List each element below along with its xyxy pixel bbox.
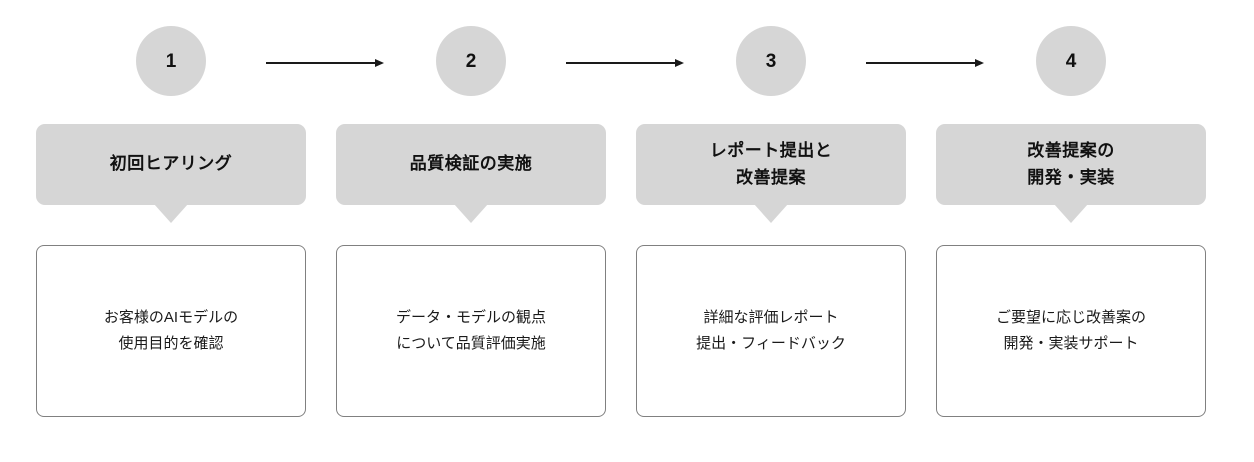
- step-body-2: データ・モデルの観点 について品質評価実施: [336, 245, 606, 417]
- step-header-tail-1: [154, 204, 188, 223]
- connector-line: [266, 62, 376, 64]
- step-column-2: 品質検証の実施 データ・モデルの観点 について品質評価実施: [336, 0, 606, 462]
- step-header-1: 初回ヒアリング: [36, 124, 306, 205]
- step-circle-4: 4: [1036, 26, 1106, 96]
- step-body-1: お客様のAIモデルの 使用目的を確認: [36, 245, 306, 417]
- step-body-text-1: お客様のAIモデルの 使用目的を確認: [103, 309, 239, 352]
- step-column-4: 改善提案の 開発・実装 ご要望に応じ改善案の 開発・実装サポート: [936, 0, 1206, 462]
- step-header-tail-4: [1054, 204, 1088, 223]
- connector-arrowhead: [675, 59, 684, 67]
- step-header-3: レポート提出と 改善提案: [636, 124, 906, 205]
- step-header-label-3: レポート提出と 改善提案: [709, 141, 833, 187]
- step-header-tail-3: [754, 204, 788, 223]
- step-circle-3: 3: [736, 26, 806, 96]
- step-circle-1: 1: [136, 26, 206, 96]
- step-body-3: 詳細な評価レポート 提出・フィードバック: [636, 245, 906, 417]
- step-header-4: 改善提案の 開発・実装: [936, 124, 1206, 205]
- connector-arrowhead: [375, 59, 384, 67]
- step-number-3: 3: [765, 50, 777, 72]
- step-column-1: 初回ヒアリング お客様のAIモデルの 使用目的を確認: [36, 0, 306, 462]
- step-body-4: ご要望に応じ改善案の 開発・実装サポート: [936, 245, 1206, 417]
- connector-line: [866, 62, 976, 64]
- step-header-2: 品質検証の実施: [336, 124, 606, 205]
- arrow-right-icon-2-to-3: [566, 55, 684, 71]
- step-number-1: 1: [165, 50, 177, 72]
- step-column-3: レポート提出と 改善提案 詳細な評価レポート 提出・フィードバック: [636, 0, 906, 462]
- step-body-text-3: 詳細な評価レポート 提出・フィードバック: [696, 309, 846, 352]
- step-number-2: 2: [465, 50, 477, 72]
- step-header-label-1: 初回ヒアリング: [109, 154, 233, 174]
- connector-arrowhead: [975, 59, 984, 67]
- step-header-label-4: 改善提案の 開発・実装: [1027, 141, 1115, 187]
- step-circle-2: 2: [436, 26, 506, 96]
- arrow-right-icon-1-to-2: [266, 55, 384, 71]
- arrow-right-icon-3-to-4: [866, 55, 984, 71]
- step-header-tail-2: [454, 204, 488, 223]
- step-body-text-2: データ・モデルの観点 について品質評価実施: [395, 309, 546, 352]
- step-number-4: 4: [1065, 50, 1077, 72]
- step-body-text-4: ご要望に応じ改善案の 開発・実装サポート: [995, 309, 1146, 352]
- connector-line: [566, 62, 676, 64]
- step-header-label-2: 品質検証の実施: [409, 154, 533, 174]
